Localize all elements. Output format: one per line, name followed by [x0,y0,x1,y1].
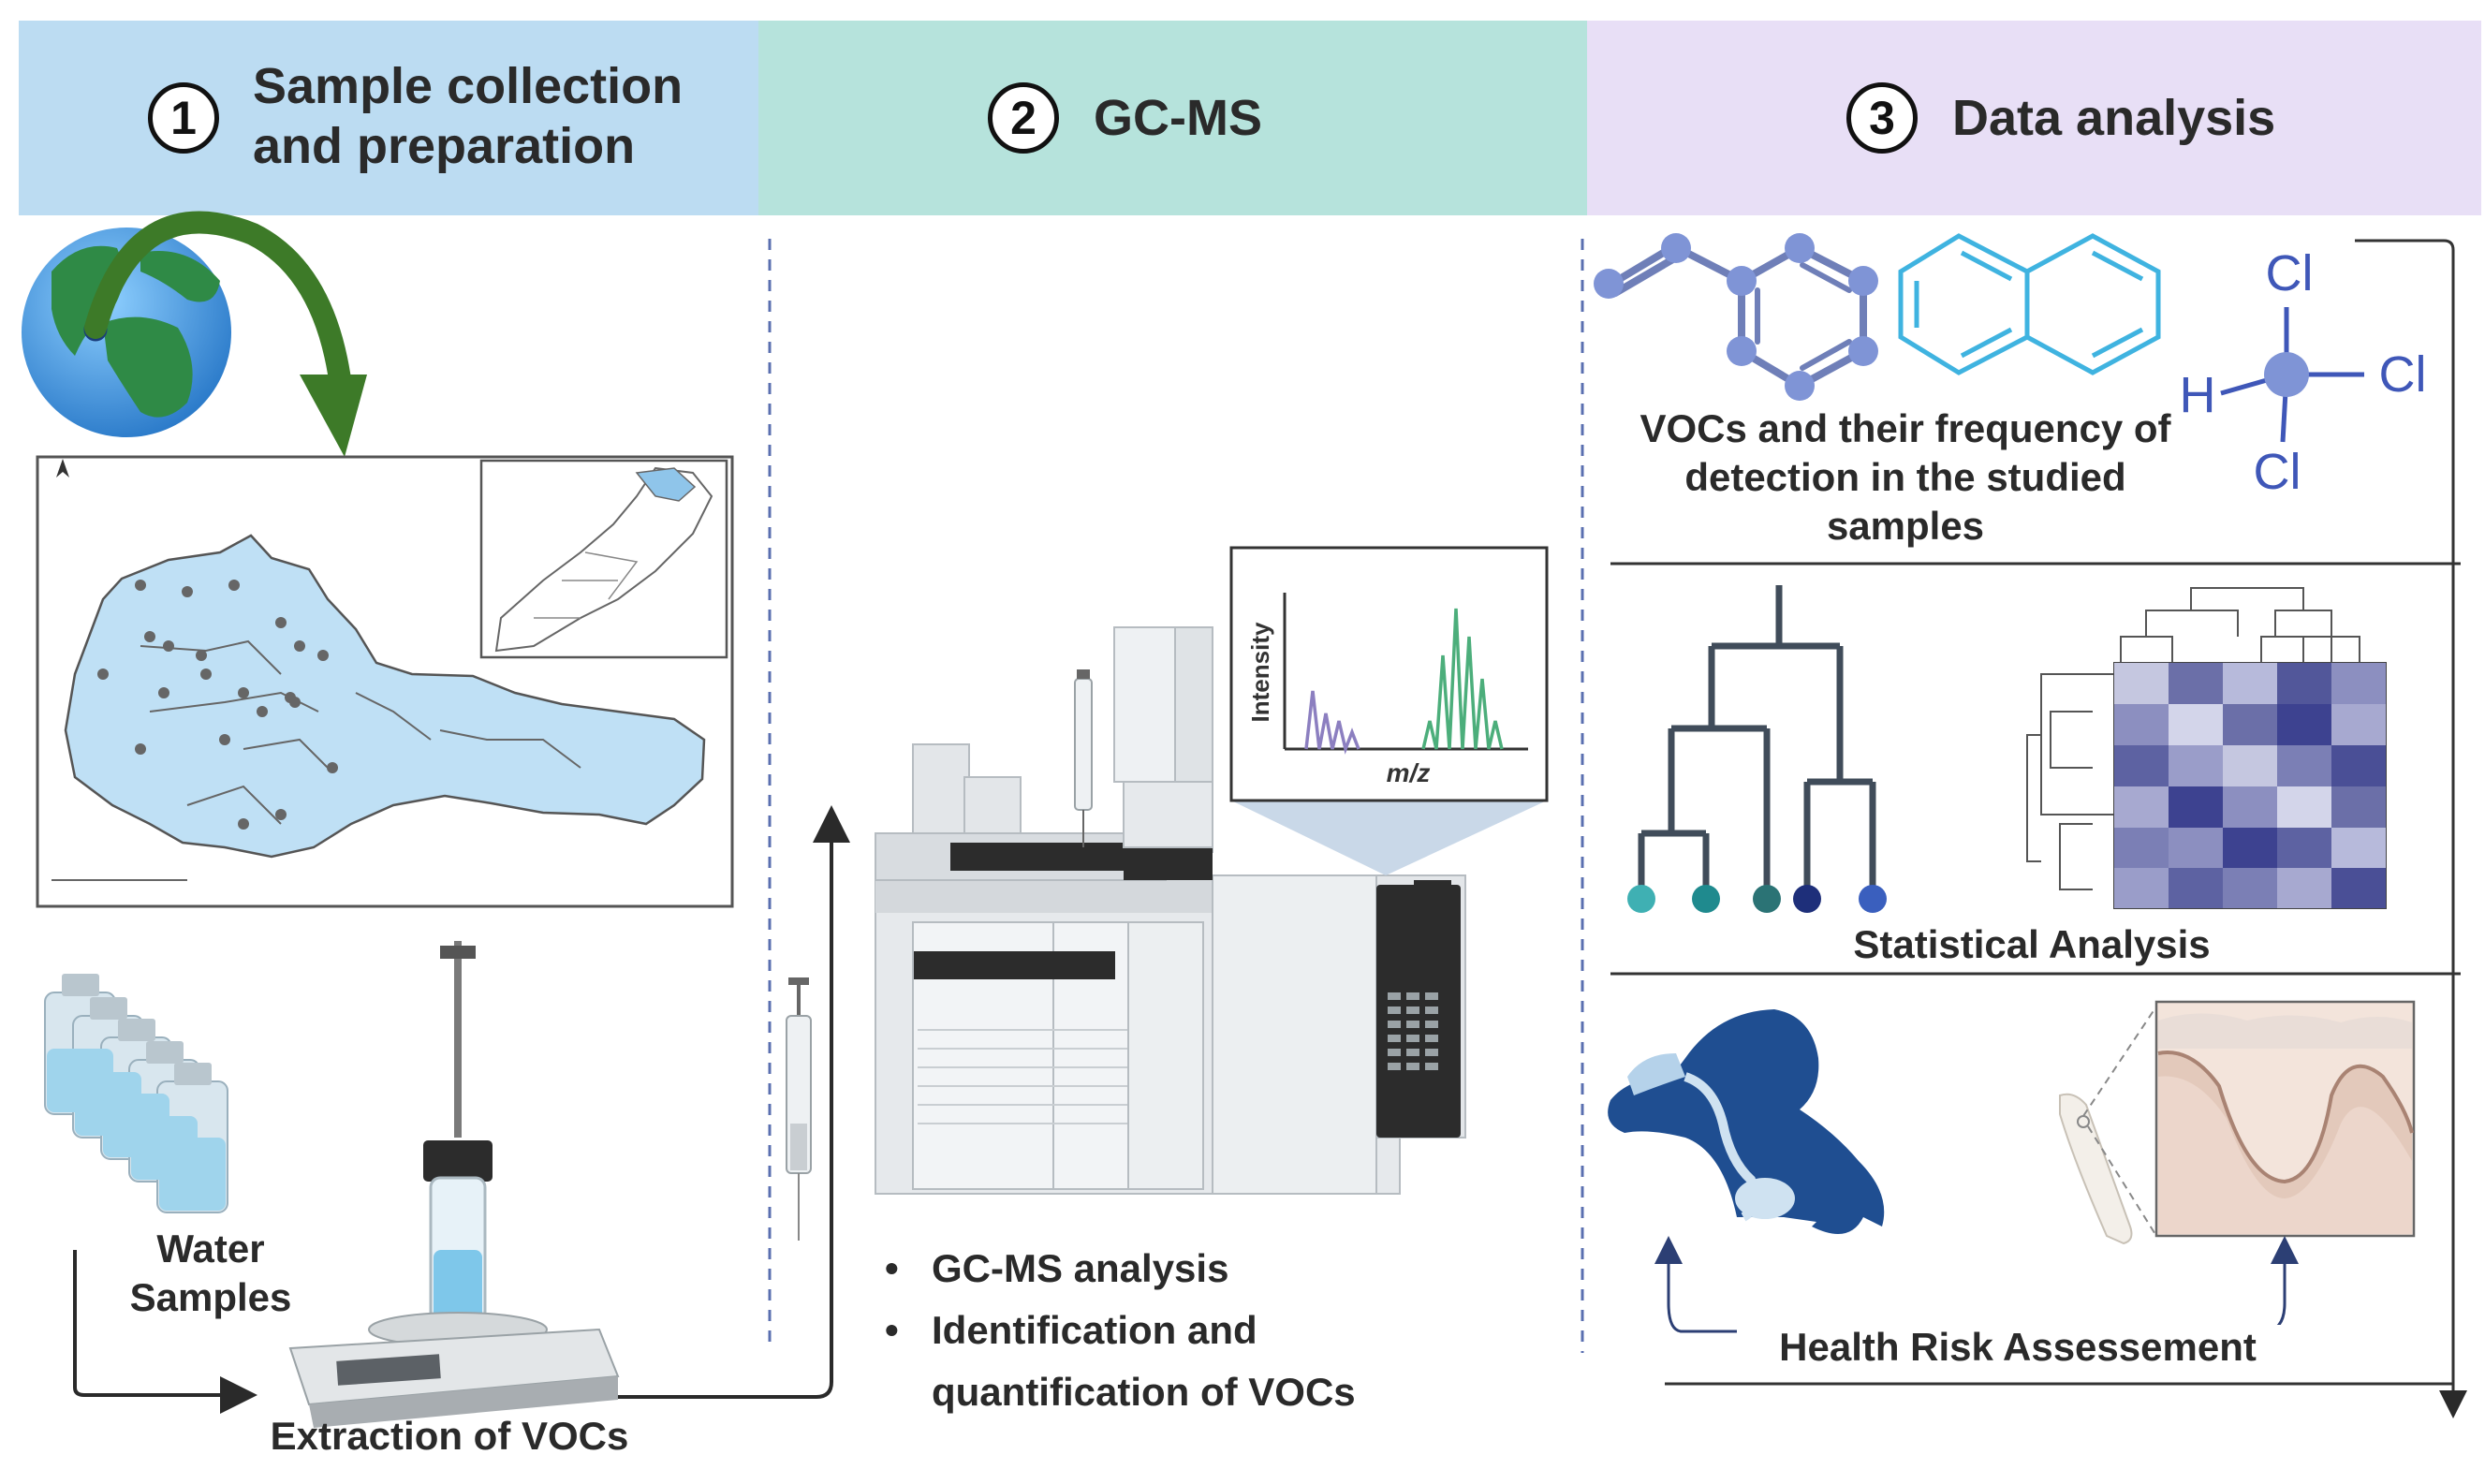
vocs-line3: samples [1826,504,1985,548]
bullet-quantification-text: quantification of VOCs [932,1370,1356,1414]
arrow-to-gcms [618,805,850,1399]
step-1-title: Sample collection and preparation [253,56,683,176]
step-1-title-line2: and preparation [253,118,636,174]
ingestion-exposure-icon [1608,1009,1885,1234]
green-arrowhead-icon [300,375,367,457]
gcms-bullet-list: GC-MS analysis Identification and quanti… [880,1238,1356,1423]
health-risk-label: Health Risk Assessement [1737,1325,2299,1370]
bullet-gcms-analysis: GC-MS analysis [880,1238,1356,1300]
water-sample-bottles [44,974,228,1213]
step-1-title-line1: Sample collection [253,58,684,114]
extraction-apparatus [288,941,620,1428]
spectrum-callout-beam [1231,801,1547,875]
water-samples-label: Water Samples [103,1225,318,1322]
health-arrow-left [1654,1236,2286,1333]
benzene-atoms [1594,233,1878,401]
water-samples-line2: Samples [129,1275,292,1319]
spectrum-y-label: Intensity [1246,622,1274,722]
bullet-quantification: quantification of VOCs [880,1361,1356,1423]
syringe-icon [786,977,812,1241]
naphthalene-molecule-icon [1898,233,2161,375]
atom-h: H [2180,367,2216,423]
extraction-label: Extraction of VOCs [270,1414,629,1458]
study-area-map [36,455,734,908]
dendrogram-leaves [1627,885,1887,913]
step-number-1: 1 [148,82,219,154]
mass-spectrum-panel: Intensity m/z [1229,546,1549,802]
header-band-sample-collection [19,21,758,215]
heatmap-icon [2026,587,2387,909]
green-arrow-icon [84,211,353,404]
bullet-identification: Identification and [880,1300,1356,1361]
header-band-gc-ms [758,21,1587,215]
atom-cl-right: Cl [2379,346,2427,403]
step-2-title: GC-MS [1094,90,1262,146]
dendrogram-icon [1638,585,1876,894]
arrow-to-extraction [73,1250,257,1414]
step-number-3: 3 [1846,82,1918,154]
section-3-frame [1610,239,2467,1418]
statistical-analysis-label: Statistical Analysis [1853,922,2211,966]
header-band-data-analysis [1587,21,2481,215]
step-number-2: 2 [988,82,1059,154]
vocs-line2: detection in the studied [1684,455,2126,499]
vocs-line1: VOCs and their frequency of [1640,406,2171,450]
atom-cl-bottom: Cl [2254,444,2301,500]
step-3-title: Data analysis [1952,90,2276,146]
water-samples-line1: Water [156,1227,265,1271]
spectrum-x-label: m/z [1387,758,1431,787]
gc-ms-instrument [875,626,1466,1195]
atom-cl-top: Cl [2266,245,2314,301]
vocs-frequency-label: VOCs and their frequency of detection in… [1596,404,2214,551]
chloroform-molecule-icon: Cl Cl Cl H [2180,245,2427,500]
dermal-exposure-icon [2059,1000,2416,1245]
